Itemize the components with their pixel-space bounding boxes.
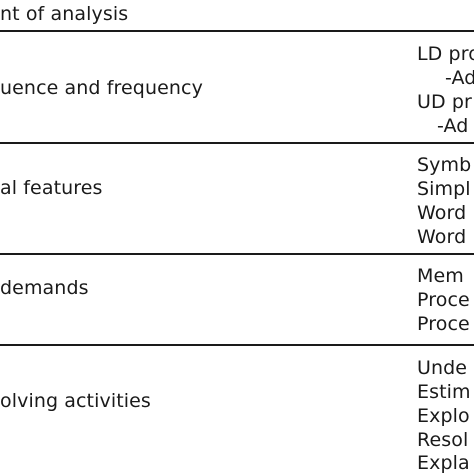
header-rule: [0, 30, 474, 32]
row-item: Word: [417, 202, 467, 224]
row-item: Simpl: [417, 178, 471, 200]
row-divider: [0, 253, 474, 255]
row-label: demands: [0, 277, 89, 299]
row-item: LD pro: [417, 43, 474, 65]
row-item: -Ad: [437, 115, 469, 137]
row-label: al features: [0, 177, 103, 199]
row-item: Proce: [417, 313, 470, 335]
row-item: Word: [417, 226, 467, 248]
row-item: Expla: [417, 452, 470, 474]
row-item: Estim: [417, 381, 471, 403]
row-item: UD pr: [417, 91, 472, 113]
row-divider: [0, 344, 474, 346]
row-item: -Ad: [445, 67, 474, 89]
row-item: Explo: [417, 405, 470, 427]
row-label: uence and frequency: [0, 77, 203, 99]
row-label: olving activities: [0, 390, 151, 412]
row-item: Unde: [417, 357, 468, 379]
row-item: Mem: [417, 265, 464, 287]
row-item: Proce: [417, 289, 470, 311]
header-cell-aspect-of-analysis: nt of analysis: [0, 3, 129, 25]
row-item: Resol: [417, 429, 469, 451]
row-divider: [0, 142, 474, 144]
row-item: Symb: [417, 154, 472, 176]
